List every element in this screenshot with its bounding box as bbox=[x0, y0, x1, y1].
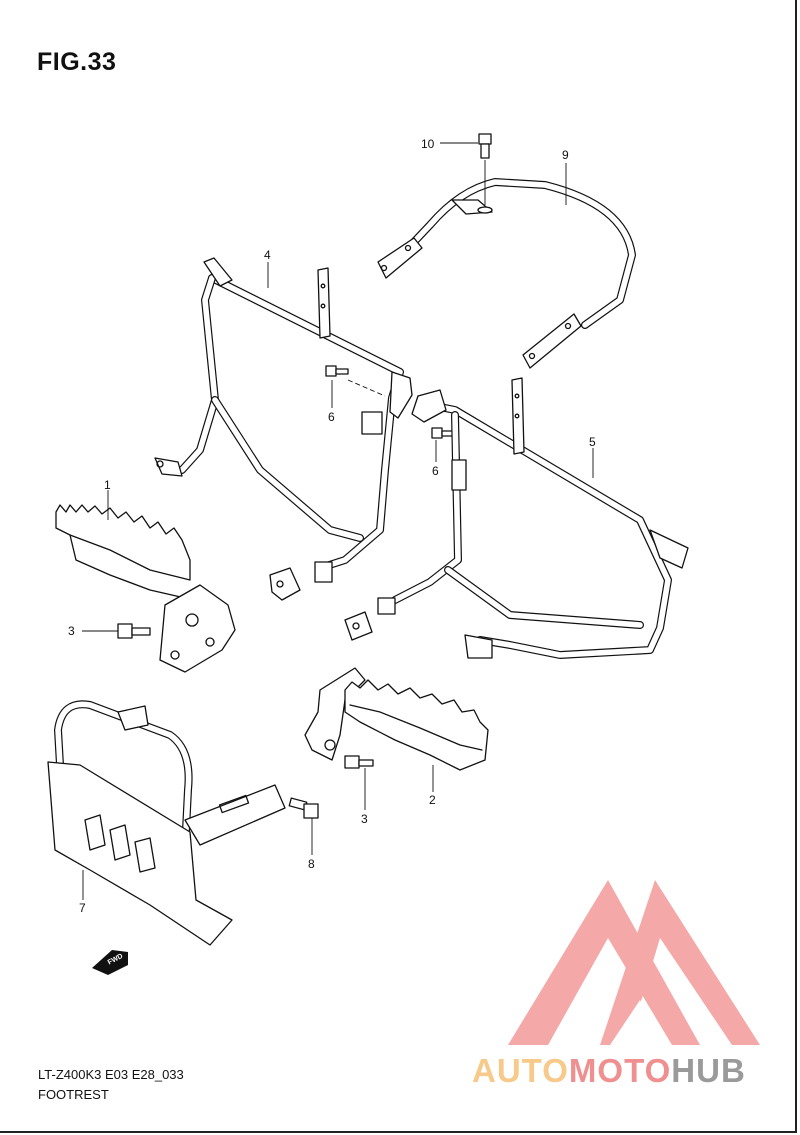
figure-title: FIG.33 bbox=[37, 48, 117, 76]
callout-9: 9 bbox=[562, 148, 569, 162]
callout-6-right: 6 bbox=[432, 464, 439, 478]
callout-8: 8 bbox=[308, 857, 315, 871]
part-9-rear-rail bbox=[377, 178, 636, 369]
watermark-text: AUTOMOTOHUB bbox=[472, 1052, 746, 1090]
callout-leaders bbox=[82, 142, 594, 900]
part-3-bolt-right bbox=[344, 755, 374, 769]
callout-1: 1 bbox=[104, 478, 111, 492]
fwd-arrow-icon: FWD bbox=[92, 950, 128, 975]
callout-5: 5 bbox=[589, 435, 596, 449]
part-10-bolt bbox=[477, 133, 493, 214]
part-3-bolt-left bbox=[117, 623, 151, 639]
part-6-bolt-right bbox=[431, 427, 455, 439]
part-8-bolt bbox=[288, 797, 319, 819]
part-4-left-frame bbox=[154, 257, 413, 601]
watermark-auto: AUTO bbox=[472, 1052, 569, 1089]
part-1-left-footpeg bbox=[55, 504, 236, 673]
watermark-logo bbox=[508, 880, 760, 1045]
part-6-bolt-left bbox=[325, 365, 349, 377]
callout-2: 2 bbox=[429, 793, 436, 807]
callout-7: 7 bbox=[79, 901, 86, 915]
part-7-front-guard bbox=[47, 700, 286, 946]
watermark-moto: MOTO bbox=[568, 1052, 672, 1089]
callout-10: 10 bbox=[421, 137, 435, 151]
callout-3-right: 3 bbox=[361, 812, 368, 826]
part-5-right-frame bbox=[344, 377, 689, 659]
callout-6-left: 6 bbox=[328, 410, 335, 424]
callout-4: 4 bbox=[264, 248, 271, 262]
callout-3-left: 3 bbox=[68, 624, 75, 638]
figure-code: LT-Z400K3 E03 E28_033 bbox=[38, 1067, 184, 1082]
figure-caption: FOOTREST bbox=[38, 1087, 109, 1102]
part-2-right-footpeg bbox=[304, 667, 489, 771]
watermark-hub: HUB bbox=[671, 1052, 746, 1089]
